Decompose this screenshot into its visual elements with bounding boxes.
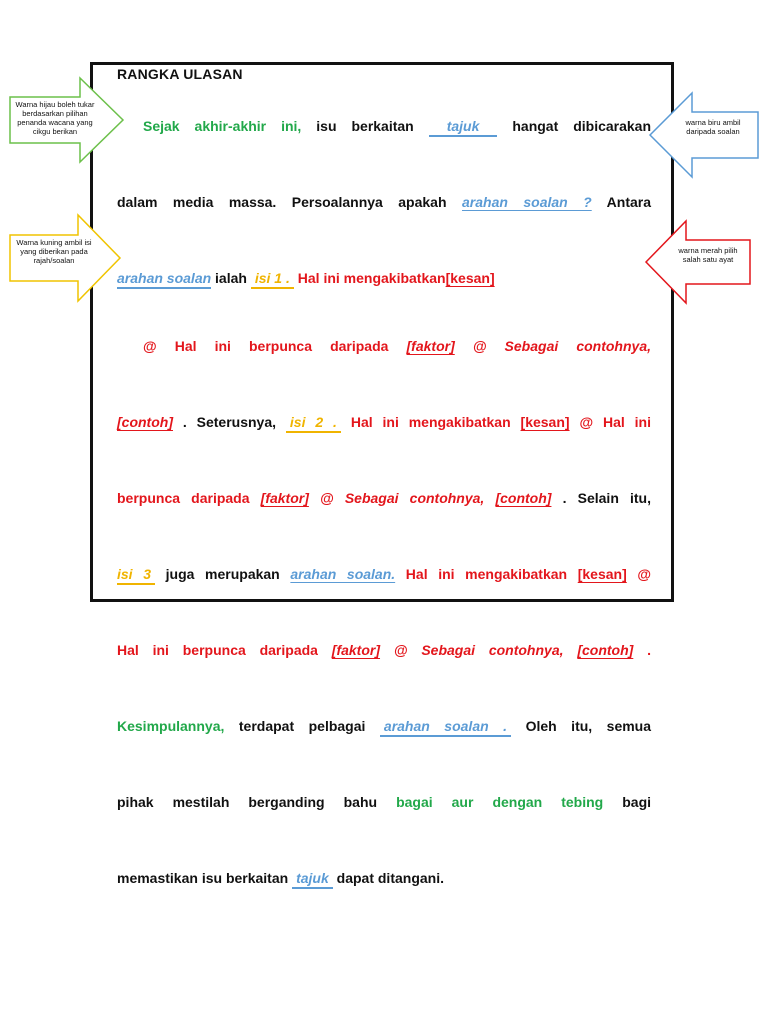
text-line-9: Kesimpulannya, terdapat pelbagai arahan … bbox=[117, 718, 651, 737]
text-line-5: [contoh] . Seterusnya, isi 2 . Hal ini m… bbox=[117, 414, 651, 433]
green-arrow-note bbox=[9, 76, 125, 164]
blue-arrow-note bbox=[648, 91, 759, 179]
text-line-3: arahan soalan ialah isi 1 . Hal ini meng… bbox=[117, 270, 651, 289]
text-line-1: Sejak akhir-akhir ini, isu berkaitan taj… bbox=[143, 118, 651, 137]
text-line-4: @ Hal ini berpunca daripada [faktor] @ S… bbox=[143, 338, 651, 354]
yellow-arrow-note-text: Warna kuning ambil isi yang diberikan pa… bbox=[16, 238, 92, 265]
text-line-7: isi 3 juga merupakan arahan soalan. Hal … bbox=[117, 566, 651, 585]
red-arrow-note bbox=[644, 219, 751, 305]
text-line-11: memastikan isu berkaitan tajuk dapat dit… bbox=[117, 870, 651, 889]
yellow-arrow-note bbox=[9, 213, 122, 303]
text-line-10: pihak mestilah berganding bahu bagai aur… bbox=[117, 794, 652, 810]
green-arrow-note-text: Warna hijau boleh tukar berdasarkan pili… bbox=[15, 100, 95, 136]
red-arrow-note-text: warna merah pilih salah satu ayat bbox=[678, 246, 738, 264]
text-line-8: Hal ini berpunca daripada [faktor] @ Seb… bbox=[117, 642, 652, 658]
text-line-2: dalam media massa. Persoalannya apakah a… bbox=[117, 194, 652, 210]
outline-box bbox=[90, 62, 674, 602]
blue-arrow-note-text: warna biru ambil daripada soalan bbox=[685, 118, 741, 136]
text-line-6: berpunca daripada [faktor] @ Sebagai con… bbox=[117, 490, 651, 506]
page-title: RANGKA ULASAN bbox=[117, 66, 243, 82]
